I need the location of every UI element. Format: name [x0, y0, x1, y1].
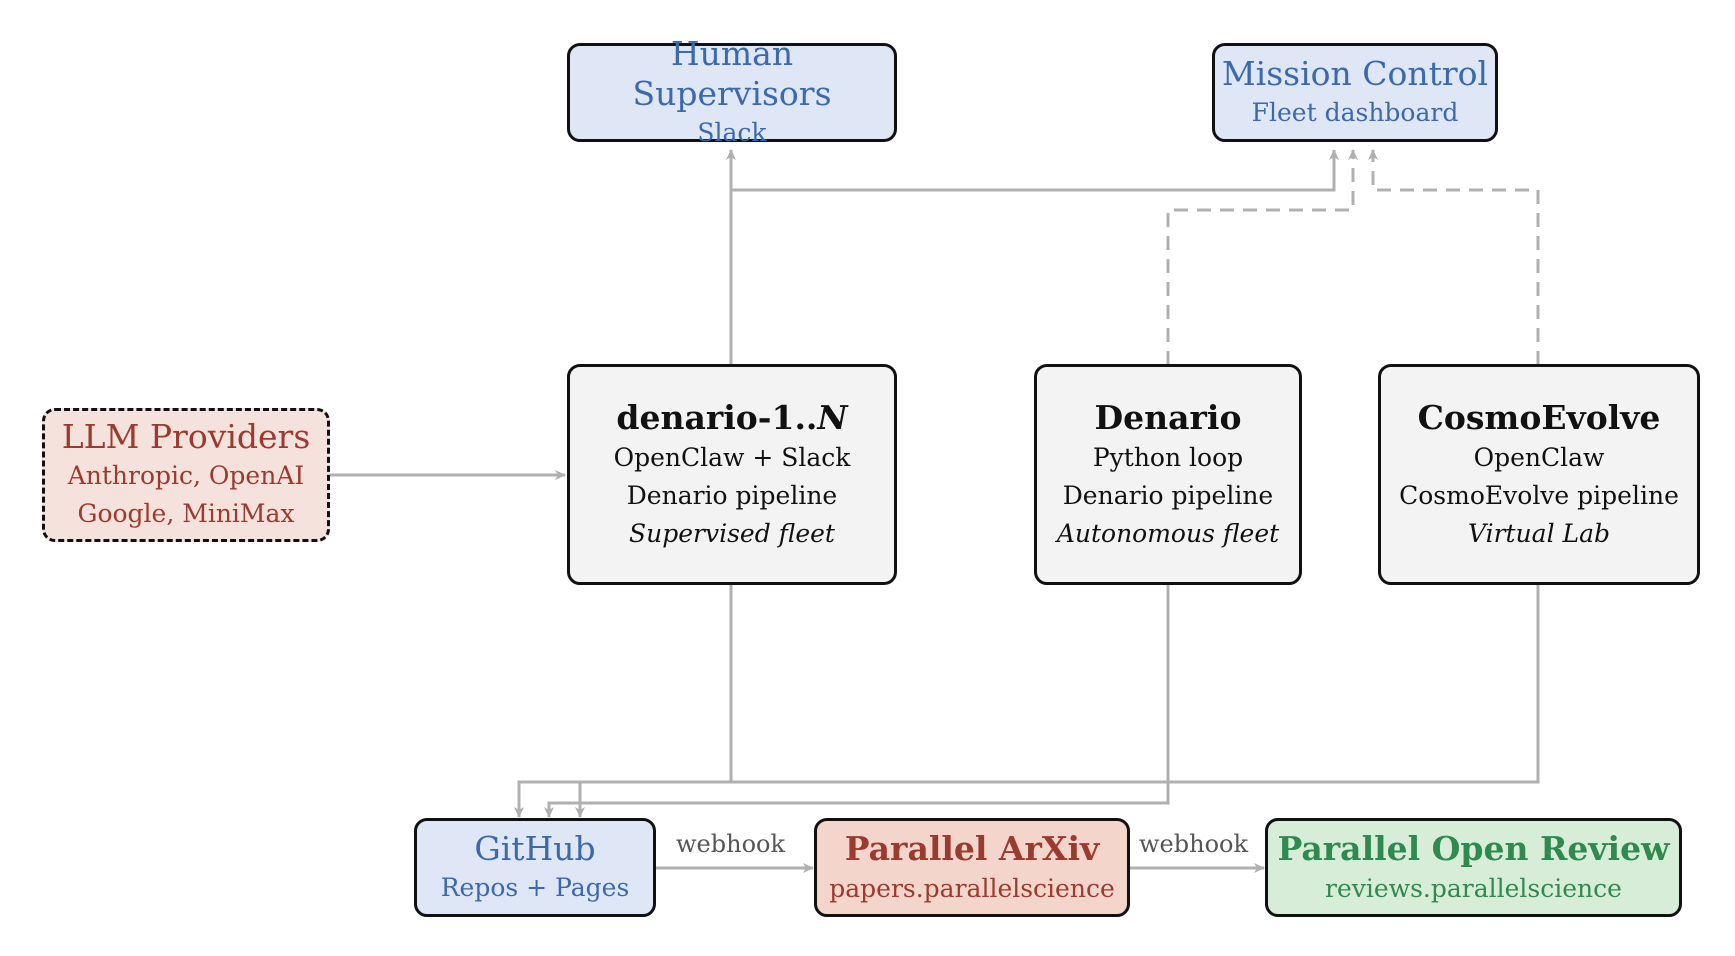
- node-line: Google, MiniMax: [77, 499, 295, 528]
- node-subtitle: papers.parallelscience: [829, 873, 1115, 903]
- edge-denario-github: [544, 585, 1170, 818]
- node-note: Autonomous fleet: [1056, 518, 1280, 548]
- node-line: Denario pipeline: [626, 480, 838, 510]
- node-subtitle: Slack: [697, 117, 767, 147]
- edge-cosmoevolve-github: [575, 585, 1540, 818]
- node-title: Parallel ArXiv: [844, 828, 1100, 868]
- cosmoevolve-node: CosmoEvolve OpenClaw CosmoEvolve pipelin…: [1378, 364, 1700, 585]
- node-title: GitHub: [474, 828, 596, 868]
- parallel-arxiv-node: Parallel ArXiv papers.parallelscience: [814, 818, 1130, 917]
- edge-label-webhook: webhook: [676, 830, 786, 858]
- node-title: Mission Control: [1221, 53, 1489, 93]
- node-line: OpenClaw + Slack: [613, 442, 851, 472]
- edge-label-webhook: webhook: [1139, 830, 1249, 858]
- node-title: CosmoEvolve: [1417, 397, 1661, 437]
- node-title: Denario: [1094, 397, 1242, 437]
- node-line: OpenClaw: [1473, 442, 1605, 472]
- human-supervisors-node: Human Supervisors Slack: [567, 34, 897, 147]
- node-subtitle: Repos + Pages: [440, 872, 630, 902]
- node-subtitle: Fleet dashboard: [1251, 97, 1459, 127]
- node-title: Parallel Open Review: [1277, 828, 1670, 868]
- edge-denario-mission-control: [1166, 149, 1358, 365]
- node-line: CosmoEvolve pipeline: [1399, 480, 1679, 510]
- github-node: GitHub Repos + Pages: [414, 818, 656, 917]
- denario-fleet-node: denario-1..N OpenClaw + Slack Denario pi…: [567, 364, 897, 585]
- llm-providers-node: LLM Providers Anthropic, OpenAI Google, …: [42, 408, 330, 542]
- edge-cosmoevolve-mission-control: [1368, 149, 1540, 365]
- node-title: Human Supervisors: [632, 33, 832, 113]
- parallel-open-review-node: Parallel Open Review reviews.parallelsci…: [1265, 818, 1682, 917]
- node-title-var: N: [817, 397, 848, 437]
- node-line: Python loop: [1092, 442, 1244, 472]
- node-title-main: denario-1..: [616, 397, 818, 437]
- denario-node: Denario Python loop Denario pipeline Aut…: [1034, 364, 1302, 585]
- node-note: Supervised fleet: [629, 518, 835, 548]
- node-title: LLM Providers: [61, 417, 311, 456]
- node-line: Denario pipeline: [1062, 480, 1274, 510]
- edge-fleet-mission-control: [731, 149, 1339, 192]
- node-note: Virtual Lab: [1467, 518, 1611, 548]
- node-line: Anthropic, OpenAI: [67, 461, 305, 490]
- node-title: denario-1..N: [616, 397, 847, 439]
- node-subtitle: reviews.parallelscience: [1325, 873, 1622, 903]
- mission-control-node: Mission Control Fleet dashboard: [1212, 43, 1498, 142]
